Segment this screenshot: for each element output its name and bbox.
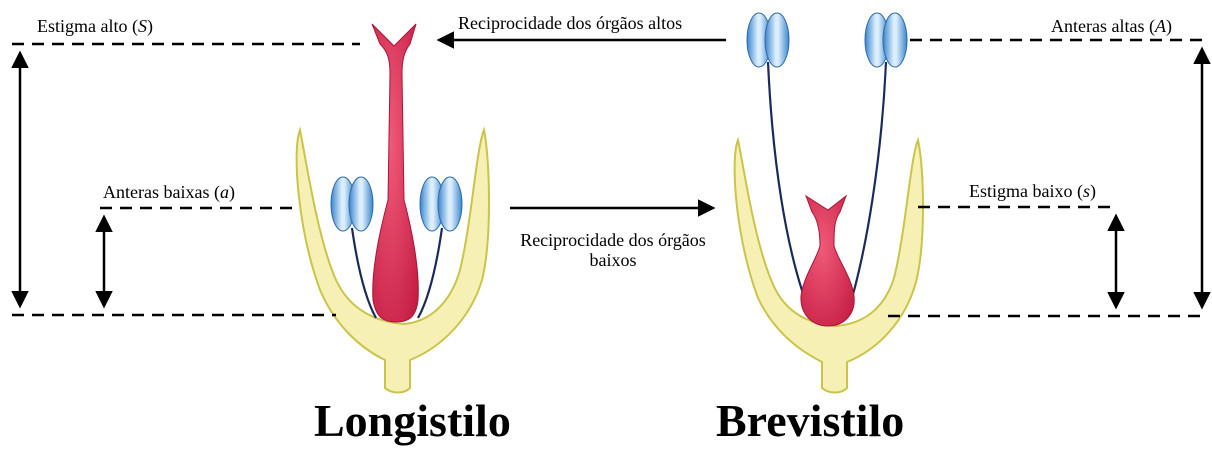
stigma-high-label: Estigma alto (S) [34,16,156,36]
left-anther-2 [420,177,462,231]
longistyle-flower [297,24,489,393]
brevistyle-flower [735,13,923,393]
brevistyle-title: Brevistilo [716,396,904,446]
right-pistil [801,196,854,326]
left-filament-1 [352,228,376,318]
left-anther-1 [331,177,373,231]
left-filament-2 [418,228,442,318]
right-anther-1 [747,13,789,67]
left-pistil [372,24,418,322]
right-anther-2 [865,13,907,67]
longistyle-title: Longistilo [314,396,511,446]
anthers-low-label: Anteras baixas (a) [100,182,238,202]
stigma-low-label: Estigma baixo (s) [966,181,1099,201]
reciprocity-high-label: Reciprocidade dos órgãos altos [455,13,685,33]
right-filament-2 [846,62,886,318]
anthers-high-label: Anteras altas (A) [1048,16,1175,36]
reciprocity-low-label: Reciprocidade dos órgãos baixos [492,230,734,270]
